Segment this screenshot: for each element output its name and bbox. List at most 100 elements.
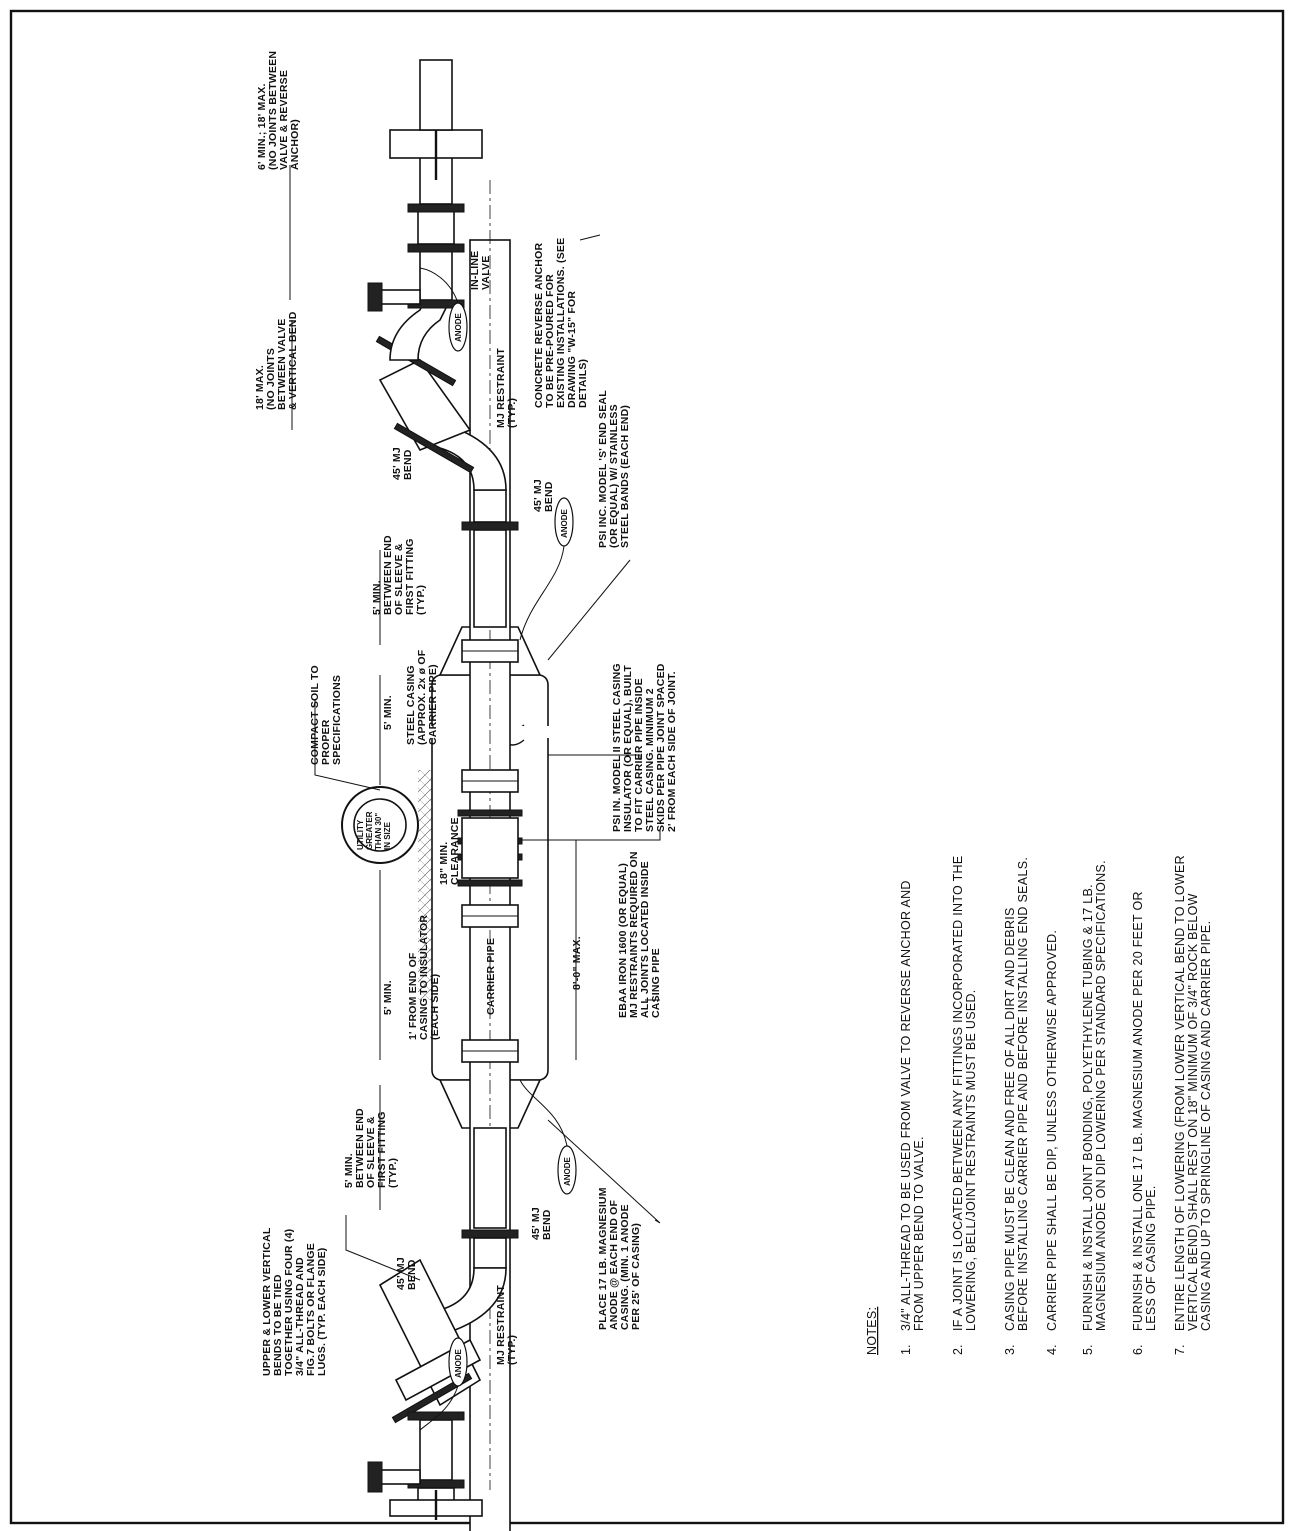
- label-line: (APPROX. 2x ø OF: [416, 649, 428, 745]
- label-line: 45' MJ: [391, 447, 403, 480]
- label-bend-45-b: 45' MJ BEND: [532, 479, 555, 512]
- label-line: PER 25' OF CASING): [630, 1223, 642, 1330]
- label-line: BETWEEN END: [354, 1108, 366, 1188]
- label-line: THAN 30": [374, 813, 383, 850]
- label-mj-restraint-top: MJ RESTRAINT (TYP.): [495, 348, 518, 428]
- label-psi-insulator: PSI IN. MODEL II STEEL CASING INSULATOR …: [611, 663, 678, 832]
- label-line: 3/4" ALL-THREAD AND: [294, 1257, 306, 1376]
- label-line: BEND: [543, 481, 555, 512]
- label-mj-restraint-bottom: MJ RESTRAINT (TYP.): [495, 1285, 518, 1365]
- label-line: CASING. (MIN. 1 ANODE: [619, 1204, 631, 1330]
- label-line: (TYP.): [506, 1335, 518, 1365]
- label-line: 45' MJ: [530, 1207, 542, 1240]
- label-line: FIRST FITTING: [376, 1111, 388, 1188]
- label-line: 5' MIN.: [371, 580, 383, 615]
- label-line: DETAILS): [577, 359, 589, 408]
- label-line: MJ RESTRAINT: [495, 1285, 507, 1365]
- note-item: 6. FURNISH & INSTALL ONE 17 LB. MAGNESIU…: [1131, 891, 1158, 1355]
- label-compact-soil: COMPACT SOIL TO PROPER SPECIFICATIONS: [309, 665, 343, 765]
- note-item: 7. ENTIRE LENGTH OF LOWERING (FROM LOWER…: [1173, 855, 1213, 1355]
- label-line: ANODE @ EACH END OF: [608, 1199, 620, 1330]
- label-line: (TYP.): [506, 398, 518, 428]
- label-line: EBAA IRON 1600 (OR EQUAL): [617, 863, 629, 1018]
- label-line: CLEARANCE: [449, 817, 461, 885]
- note-number: 6.: [1131, 1345, 1145, 1355]
- label-line: CONCRETE REVERSE ANCHOR: [533, 243, 545, 408]
- label-line: CASING TO INSULATOR: [418, 915, 430, 1040]
- note-item: 3. CASING PIPE MUST BE CLEAN AND FREE OF…: [1003, 857, 1030, 1355]
- label-place-anode: PLACE 17 LB. MAGNESIUM ANODE @ EACH END …: [597, 1187, 642, 1330]
- label-line: 45' MJ: [395, 1257, 407, 1290]
- label-line: SKIDS PER PIPE JOINT SPACED: [655, 663, 667, 832]
- note-line: CASING PIPE MUST BE CLEAN AND FREE OF AL…: [1003, 907, 1017, 1331]
- label-line: ALL JOINTS LOCATED INSIDE: [639, 861, 651, 1018]
- lower-fittings: [367, 1127, 519, 1520]
- label-line: EXISTING INSTALLATIONS. (SEE: [555, 238, 567, 408]
- label-line: MJ RESTRAINT: [495, 348, 507, 428]
- label-line: GREATER: [365, 811, 374, 850]
- label-one-ft: 1' FROM END OF CASING TO INSULATOR (EACH…: [407, 915, 441, 1040]
- label-psi-seal: PSI INC. MODEL 'S' END SEAL (OR EQUAL) W…: [597, 390, 631, 548]
- label-steel-casing: STEEL CASING (APPROX. 2x ø OF CARRIER PI…: [405, 649, 439, 745]
- lowering-drawing: [289, 59, 661, 1531]
- label-concrete-anchor: CONCRETE REVERSE ANCHOR TO BE PRE-POURED…: [533, 238, 589, 408]
- note-line: ENTIRE LENGTH OF LOWERING (FROM LOWER VE…: [1173, 855, 1187, 1331]
- anode-markers: [419, 267, 577, 1431]
- notes-block: NOTES: 1. 3/4" ALL-THREAD TO BE USED FRO…: [865, 855, 1213, 1355]
- sheet-border: [9, 9, 1285, 1525]
- label-line: OF SLEEVE &: [393, 543, 405, 615]
- dim-five-min-b: 5' MIN.: [382, 980, 394, 1015]
- label-line: 45' MJ: [532, 479, 544, 512]
- upper-fittings: [367, 59, 519, 628]
- note-line: LOWERING, BELL/JOINT RESTRAINTS MUST BE …: [964, 989, 978, 1331]
- label-line: 18' MAX.: [254, 365, 266, 410]
- label-line: INSULATOR (OR EQUAL), BUILT: [622, 665, 634, 832]
- label-line: CASING PIPE: [650, 948, 662, 1018]
- label-line: BEND: [541, 1209, 553, 1240]
- label-line: BENDS TO BE TIED: [272, 1274, 284, 1376]
- note-number: 2.: [951, 1345, 965, 1355]
- label-line: 2' FROM EACH SIDE OF JOINT.: [666, 671, 678, 832]
- label-five-min-bottom: 5' MIN. BETWEEN END OF SLEEVE & FIRST FI…: [343, 1108, 399, 1188]
- label-line: STEEL CASING. MINIMUM 2: [644, 688, 656, 832]
- dimension-lines: [289, 165, 577, 1210]
- label-inline-valve: IN-LINE VALVE: [469, 251, 492, 290]
- label-six-min: 6' MIN.; 18' MAX. (NO JOINTS BETWEEN VAL…: [256, 51, 301, 170]
- label-line: UTILITY: [356, 819, 365, 850]
- anode-label: ANODE: [560, 508, 569, 538]
- note-line: VERTICAL BEND) SHALL REST ON 18" MINIMUM…: [1186, 893, 1200, 1331]
- label-line: (OR EQUAL) W/ STAINLESS: [608, 404, 620, 548]
- label-line: (NO JOINTS BETWEEN: [267, 51, 279, 170]
- label-line: ANCHOR): [289, 119, 301, 170]
- note-item: 2. IF A JOINT IS LOCATED BETWEEN ANY FIT…: [951, 855, 978, 1355]
- label-line: BEND: [406, 1259, 418, 1290]
- label-line: MJ RESTRAINTS REQUIRED ON: [628, 851, 640, 1018]
- label-line: VALVE: [480, 256, 492, 290]
- label-line: 5' MIN.: [343, 1153, 355, 1188]
- label-bend-45-a: 45' MJ BEND: [391, 447, 414, 480]
- label-clearance: 18" MIN. CLEARANCE: [438, 817, 461, 885]
- dim-eight-max: 8'-0" MAX.: [571, 936, 583, 990]
- anode-label: ANODE: [454, 1348, 463, 1378]
- label-line: TO FIT CARRIER PIPE INSIDE: [633, 678, 645, 832]
- note-line: FURNISH & INSTALL ONE 17 LB. MAGNESIUM A…: [1131, 891, 1145, 1331]
- note-line: CARRIER PIPE SHALL BE DIP, UNLESS OTHERW…: [1045, 930, 1059, 1331]
- label-line: DRAWING "W-15" FOR: [566, 291, 578, 408]
- label-line: SPECIFICATIONS: [331, 675, 343, 765]
- label-line: COMPACT SOIL TO: [309, 665, 321, 765]
- label-line: (NO JOINTS: [265, 348, 277, 410]
- label-line: CARRIER PIPE): [427, 664, 439, 745]
- label-line: FIG.7 BOLTS OR FLANGE: [305, 1243, 317, 1376]
- label-line: STEEL CASING: [405, 665, 417, 745]
- label-line: PLACE 17 LB. MAGNESIUM: [597, 1187, 609, 1330]
- note-line: LESS OF CASING PIPE.: [1144, 1185, 1158, 1331]
- label-line: IN SIZE: [383, 821, 392, 850]
- label-line: BETWEEN VALVE: [276, 319, 288, 410]
- label-line: LUGS. (TYP. EACH SIDE): [316, 1248, 328, 1376]
- note-line: IF A JOINT IS LOCATED BETWEEN ANY FITTIN…: [951, 855, 965, 1331]
- dim-five-min-a: 5' MIN.: [382, 695, 394, 730]
- label-eighteen-max: 18' MAX. (NO JOINTS BETWEEN VALVE & VERT…: [254, 311, 299, 410]
- label-line: PSI IN. MODEL II STEEL CASING: [611, 663, 623, 832]
- label-utility: UTILITY GREATER THAN 30" IN SIZE: [356, 811, 392, 850]
